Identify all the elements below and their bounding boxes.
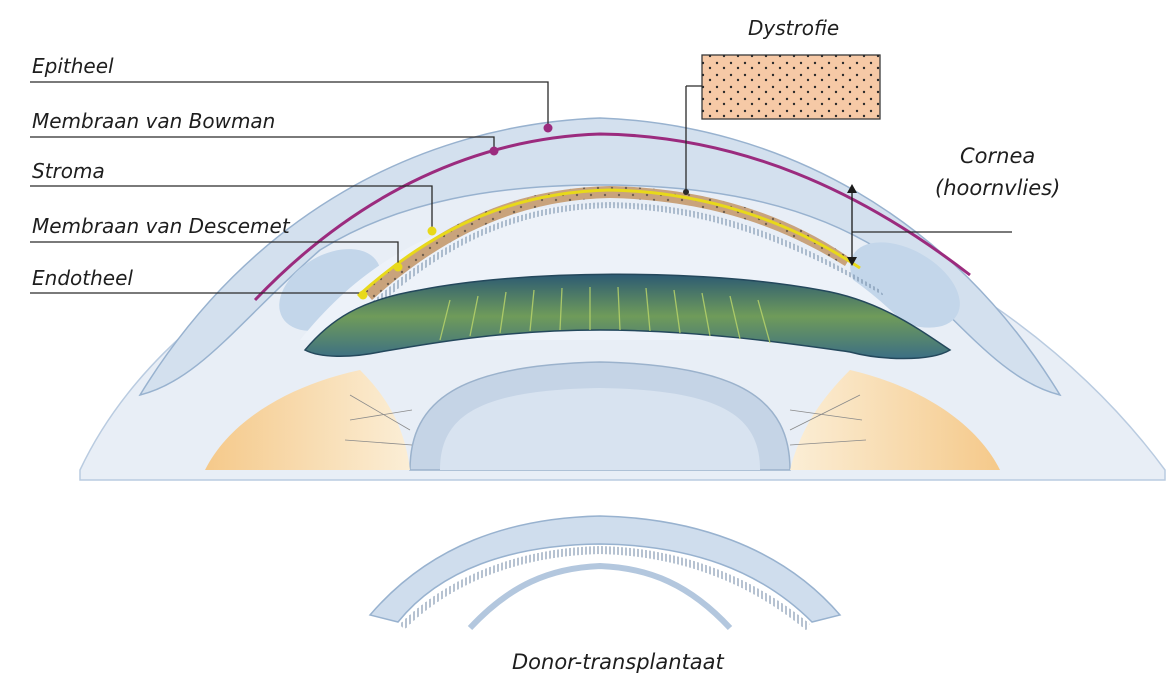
dystrophy-sample-dots bbox=[702, 55, 880, 119]
leader-bowman bbox=[30, 137, 494, 150]
label-cornea: Cornea bbox=[960, 144, 1035, 168]
dot-bowman bbox=[490, 147, 499, 156]
label-hoornvlies: (hoornvlies) bbox=[935, 176, 1060, 200]
label-stroma: Stroma bbox=[32, 159, 105, 183]
label-dystrofie: Dystrofie bbox=[748, 16, 839, 40]
dot-descemet bbox=[394, 263, 403, 272]
dot-epitheel bbox=[544, 124, 553, 133]
label-bowman: Membraan van Bowman bbox=[32, 109, 275, 133]
label-epitheel: Epitheel bbox=[32, 54, 114, 78]
label-donor: Donor-transplantaat bbox=[512, 650, 725, 673]
dot-dystrofie bbox=[683, 189, 689, 195]
dot-endotheel bbox=[359, 291, 368, 300]
label-endotheel: Endotheel bbox=[32, 266, 133, 290]
dot-stroma bbox=[428, 227, 437, 236]
donor-graft-inner bbox=[470, 566, 730, 628]
label-descemet: Membraan van Descemet bbox=[32, 214, 291, 238]
